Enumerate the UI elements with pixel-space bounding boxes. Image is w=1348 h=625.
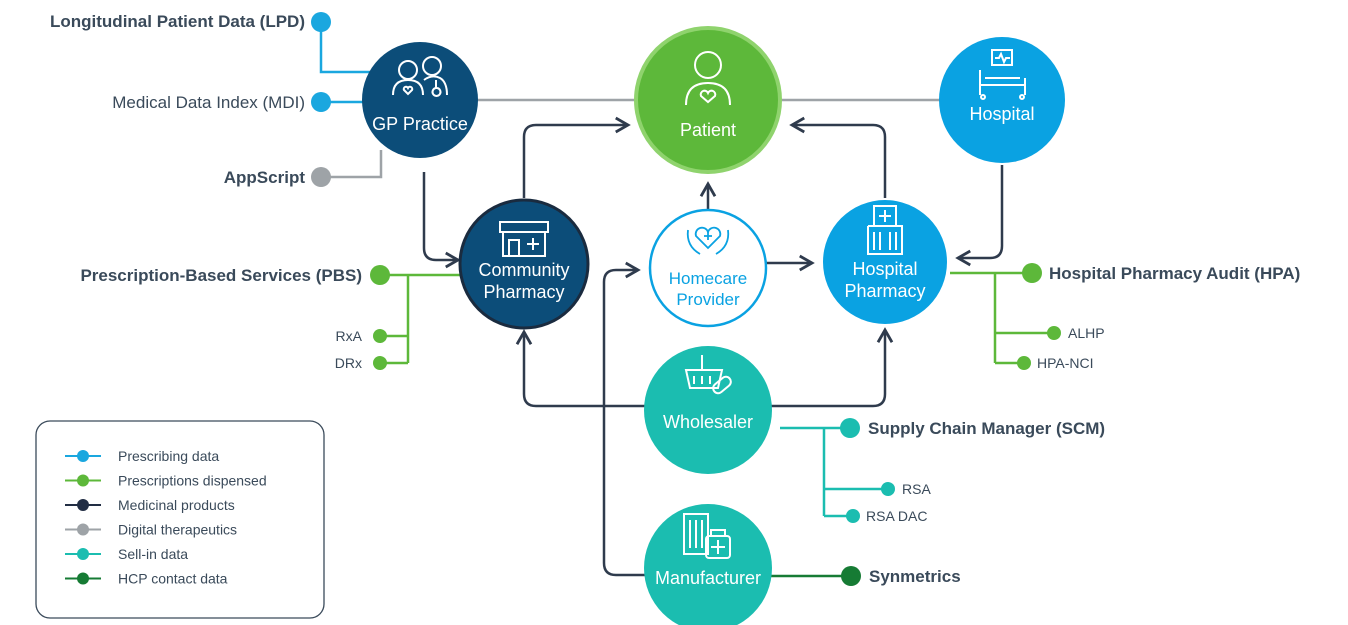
rxa-label: RxA bbox=[336, 328, 363, 344]
manufacturer-node[interactable]: Manufacturer bbox=[644, 504, 772, 625]
drx-dot bbox=[373, 356, 387, 370]
lpd-dot bbox=[311, 12, 331, 32]
hospital-bed-icon bbox=[979, 49, 1026, 100]
hospital-pharmacy-node[interactable]: Hospital Pharmacy bbox=[823, 200, 947, 324]
homecare-provider-node[interactable]: Homecare Provider bbox=[648, 208, 768, 328]
lpd-line bbox=[319, 22, 372, 74]
patient-node[interactable]: Patient bbox=[634, 26, 782, 174]
scm-label: Supply Chain Manager (SCM) bbox=[868, 419, 1105, 438]
legend-swatch-dot bbox=[77, 548, 89, 560]
rxa-dot bbox=[373, 329, 387, 343]
hospital-building-icon bbox=[867, 205, 903, 255]
legend-box bbox=[35, 420, 325, 619]
community-pharmacy-node[interactable]: Community Pharmacy bbox=[458, 198, 590, 330]
legend-item: Medicinal products bbox=[65, 497, 235, 513]
gp-to-community-arrow bbox=[422, 172, 461, 269]
legend-label: Sell-in data bbox=[118, 546, 188, 562]
legend-item: HCP contact data bbox=[65, 571, 228, 587]
alhp-dot bbox=[1047, 326, 1061, 340]
hosp-pharmacy-to-patient-arrow bbox=[789, 116, 887, 198]
rsa-dot bbox=[881, 482, 895, 496]
patient-label: Patient bbox=[680, 120, 736, 140]
legend-label: Prescribing data bbox=[118, 448, 219, 464]
wholesaler-label: Wholesaler bbox=[663, 412, 753, 432]
patient-icon bbox=[685, 51, 731, 106]
mdi-dot bbox=[311, 92, 331, 112]
gp-practice-label: GP Practice bbox=[372, 114, 468, 134]
legend-swatch-dot bbox=[77, 499, 89, 511]
hpanci-dot bbox=[1017, 356, 1031, 370]
appscript-label: AppScript bbox=[224, 168, 306, 187]
hpa-nci-label: HPA-NCI bbox=[1037, 355, 1094, 371]
legend-label: Medicinal products bbox=[118, 497, 235, 513]
basket-pill-icon bbox=[684, 355, 732, 395]
legend-item: Prescriptions dispensed bbox=[65, 473, 267, 489]
legend-item: Prescribing data bbox=[65, 448, 219, 464]
legend-swatch-dot bbox=[77, 523, 89, 536]
homecare-label-1: Homecare bbox=[669, 269, 747, 288]
scm-dot bbox=[840, 418, 860, 438]
wholesaler-to-community-arrow bbox=[515, 329, 645, 408]
homecare-label-2: Provider bbox=[676, 290, 740, 309]
legend-item: Digital therapeutics bbox=[65, 522, 237, 538]
appscript-dot bbox=[311, 167, 331, 187]
factory-medicine-icon bbox=[683, 513, 731, 559]
legend-swatch-dot bbox=[77, 572, 89, 585]
legend-label: Digital therapeutics bbox=[118, 522, 237, 538]
legend-label: HCP contact data bbox=[118, 571, 228, 587]
wholesaler-node[interactable]: Wholesaler bbox=[644, 346, 772, 474]
community-pharmacy-label-1: Community bbox=[478, 260, 569, 280]
drx-label: DRx bbox=[335, 355, 362, 371]
synmetrics-dot bbox=[841, 566, 861, 586]
pharmacy-store-icon bbox=[499, 221, 549, 257]
mdi-label: Medical Data Index (MDI) bbox=[112, 93, 305, 112]
legend-swatch-dot bbox=[77, 474, 89, 487]
hospital-pharmacy-label-2: Pharmacy bbox=[844, 281, 925, 301]
appscript-line bbox=[321, 150, 383, 179]
legend-swatch-dot bbox=[77, 450, 89, 462]
pbs-label: Prescription-Based Services (PBS) bbox=[80, 266, 362, 285]
hpa-label: Hospital Pharmacy Audit (HPA) bbox=[1049, 264, 1300, 283]
rsa-dac-label: RSA DAC bbox=[866, 508, 927, 524]
legend-item: Sell-in data bbox=[65, 546, 188, 562]
hpa-dot bbox=[1022, 263, 1042, 283]
gp-practice-node[interactable]: GP Practice bbox=[362, 42, 478, 158]
hospital-node[interactable]: Hospital bbox=[939, 37, 1065, 163]
lpd-label: Longitudinal Patient Data (LPD) bbox=[50, 12, 305, 31]
caring-hands-icon bbox=[686, 226, 730, 255]
wholesaler-to-hosp-pharmacy-arrow bbox=[770, 327, 894, 408]
alhp-label: ALHP bbox=[1068, 325, 1105, 341]
synmetrics-label: Synmetrics bbox=[869, 567, 961, 586]
doctors-icon bbox=[392, 56, 448, 97]
manufacturer-to-homecare-arrow bbox=[602, 261, 645, 577]
pbs-dot bbox=[370, 265, 390, 285]
hospital-pharmacy-label-1: Hospital bbox=[852, 259, 917, 279]
community-pharmacy-label-2: Pharmacy bbox=[483, 282, 564, 302]
hospital-label: Hospital bbox=[969, 104, 1034, 124]
rsadac-dot bbox=[846, 509, 860, 523]
hospital-to-hosp-pharmacy-arrow bbox=[955, 165, 1004, 267]
community-to-patient-arrow bbox=[522, 116, 631, 198]
rsa-label: RSA bbox=[902, 481, 931, 497]
legend-label: Prescriptions dispensed bbox=[118, 473, 267, 489]
manufacturer-label: Manufacturer bbox=[655, 568, 761, 588]
